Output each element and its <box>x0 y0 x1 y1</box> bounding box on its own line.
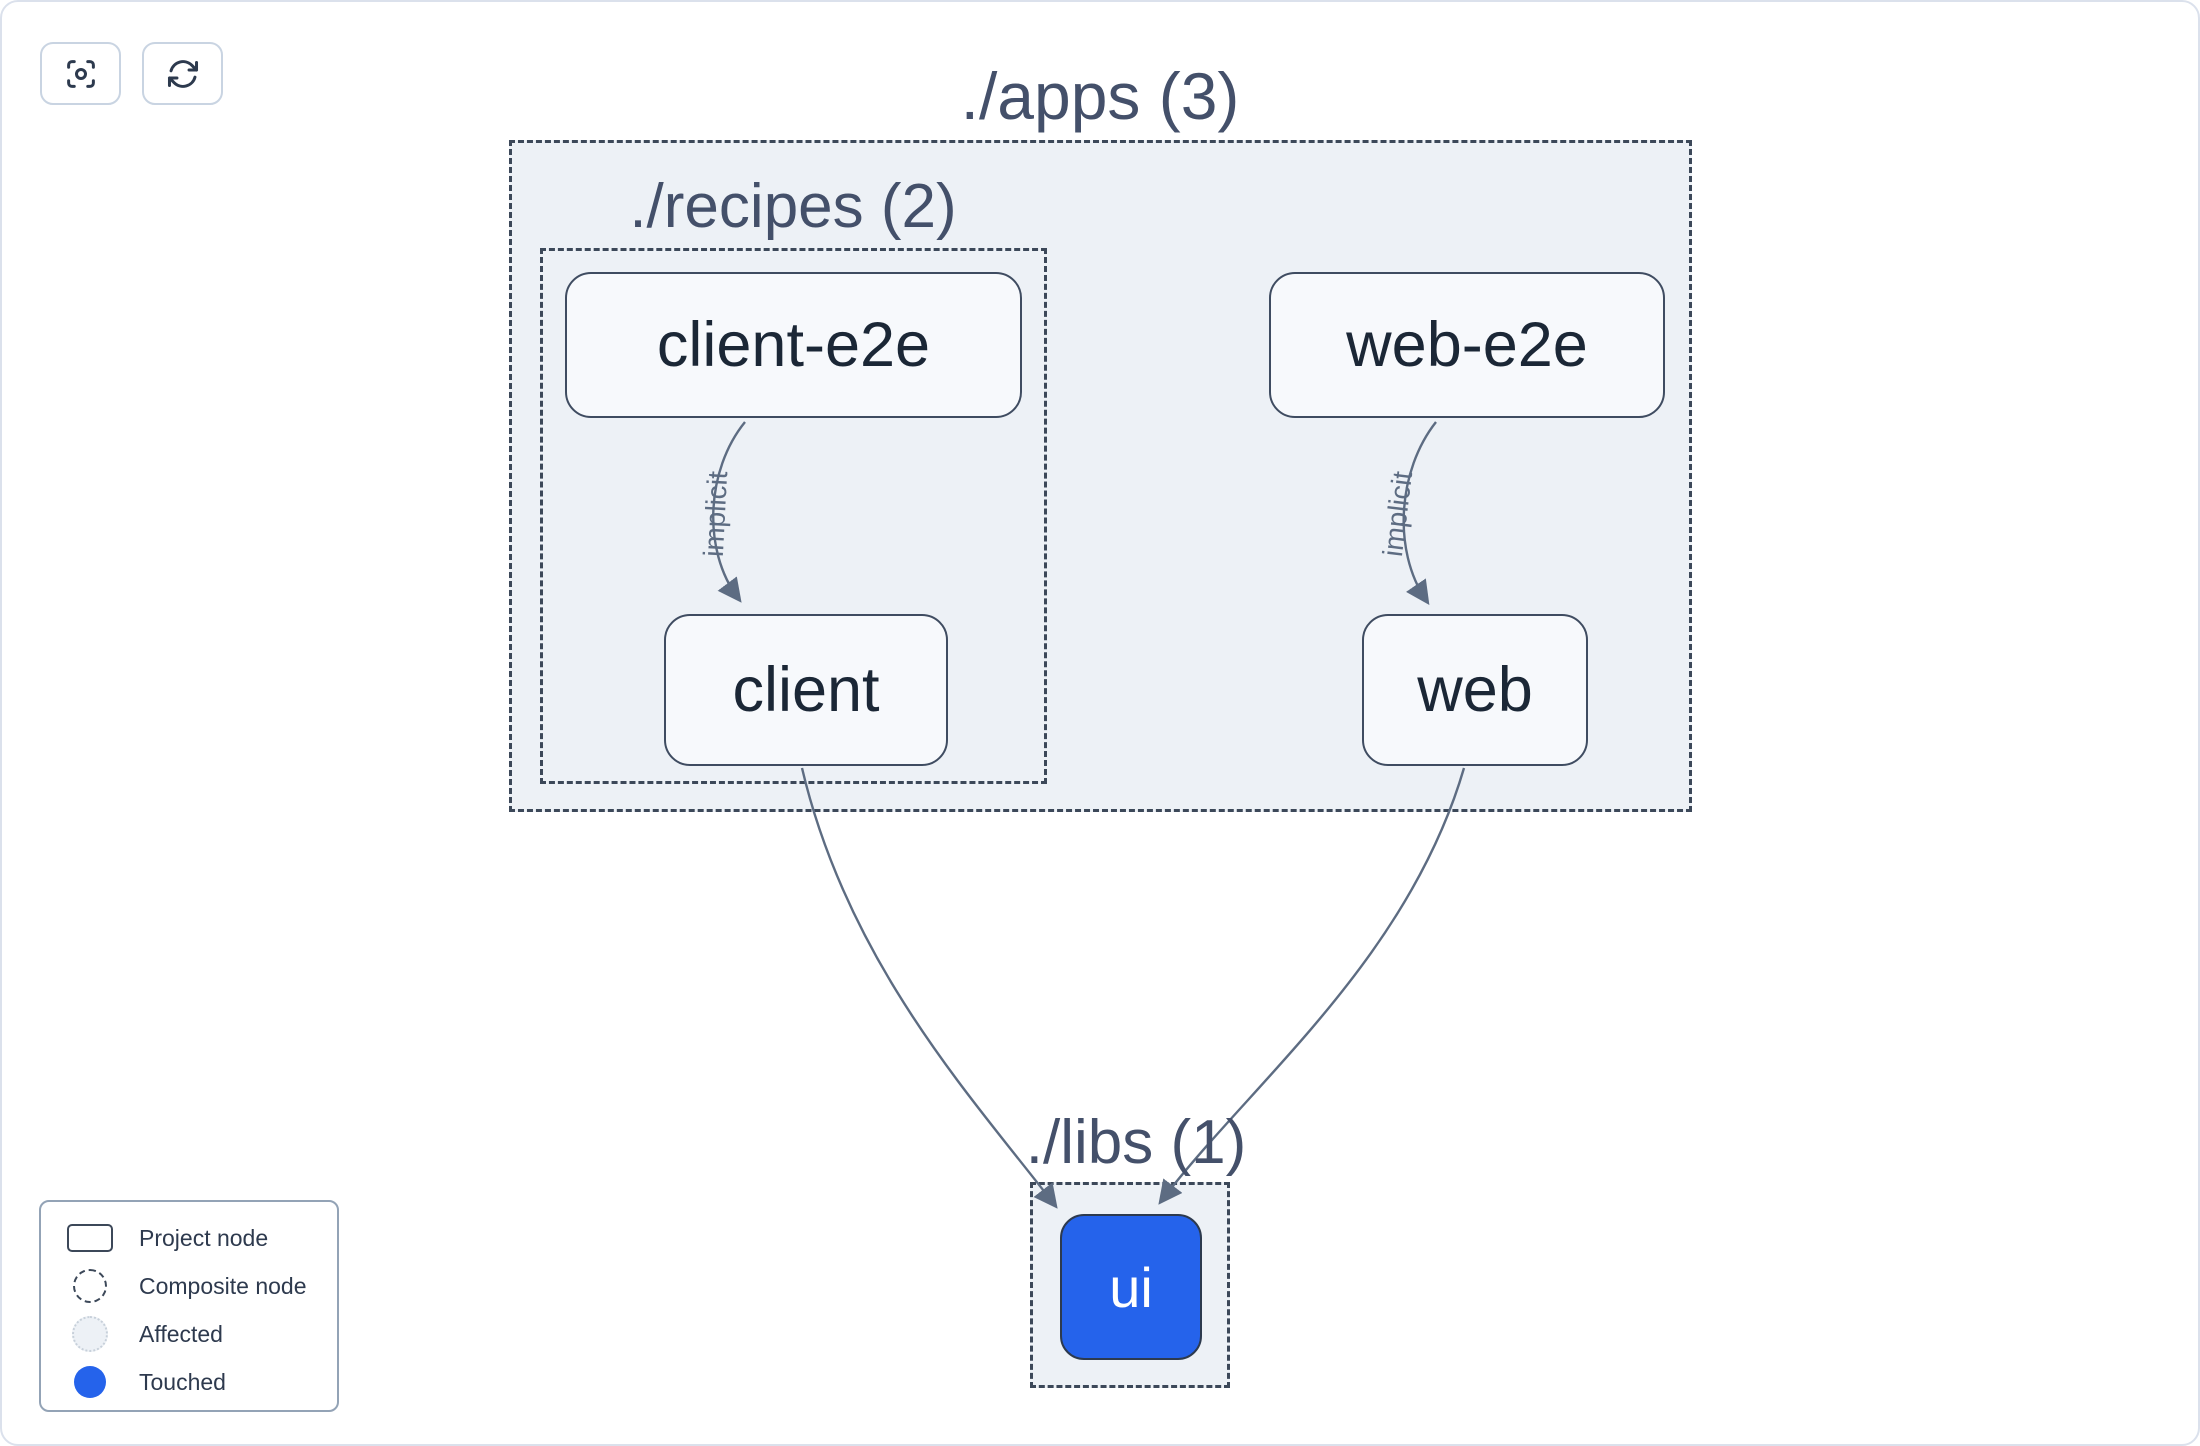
legend-item-label: Touched <box>139 1368 226 1395</box>
group-label-libs: ./libs (1) <box>1025 1108 1247 1177</box>
legend-item-composite-node: Composite node <box>41 1262 337 1310</box>
legend-item-label: Project node <box>139 1224 269 1251</box>
node-web-e2e[interactable]: web-e2e <box>1269 272 1665 418</box>
edge-client-to-ui[interactable] <box>800 767 1058 1209</box>
center-graph-button[interactable] <box>40 42 121 105</box>
composite-node-swatch-icon <box>73 1269 107 1303</box>
edge-label-implicit-client: implicit <box>697 470 734 558</box>
node-client[interactable]: client <box>664 614 948 766</box>
touched-swatch-icon <box>74 1366 106 1398</box>
legend-item-label: Composite node <box>139 1272 307 1299</box>
node-client-e2e[interactable]: client-e2e <box>565 272 1022 418</box>
group-label-recipes: ./recipes (2) <box>629 172 957 241</box>
refresh-cycle-icon <box>167 59 198 88</box>
legend-panel: Project node Composite node Affected Tou… <box>39 1200 339 1412</box>
affected-swatch-icon <box>72 1316 108 1352</box>
node-web[interactable]: web <box>1362 614 1588 766</box>
legend-item-touched: Touched <box>41 1358 337 1406</box>
group-label-apps: ./apps (3) <box>960 59 1240 133</box>
legend-item-project-node: Project node <box>41 1214 337 1262</box>
viewfinder-focus-icon <box>66 59 95 88</box>
legend-item-affected: Affected <box>41 1310 337 1358</box>
node-ui-touched[interactable]: ui <box>1060 1214 1202 1360</box>
legend-item-label: Affected <box>139 1320 223 1347</box>
refresh-button[interactable] <box>142 42 223 105</box>
project-node-swatch-icon <box>67 1224 113 1252</box>
